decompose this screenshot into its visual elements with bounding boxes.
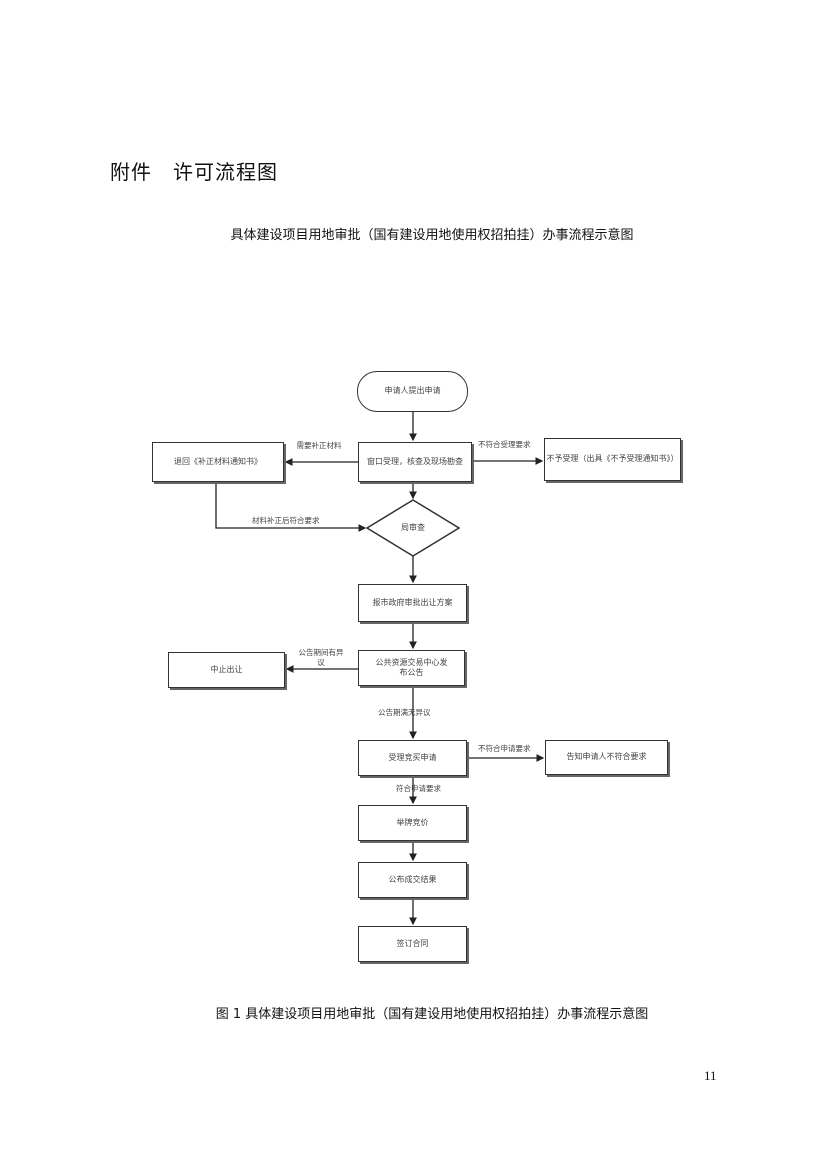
return-node: 退回《补正材料通知书》 <box>152 442 284 482</box>
diagram-title: 具体建设项目用地审批（国有建设用地使用权招拍挂）办事流程示意图 <box>230 228 634 243</box>
label-meet-apply: 符合申请要求 <box>396 784 441 793</box>
announce-node: 公共资源交易中心发布公告 <box>358 650 465 686</box>
review-node: 局审查 <box>401 523 425 532</box>
review-decision-diamond <box>365 499 461 557</box>
arrow-return-review <box>215 482 367 532</box>
label-not-meet-accept: 不符合受理要求 <box>478 440 531 449</box>
label-need-supplement: 需要补正材料 <box>296 441 342 450</box>
auction-node: 举牌竞价 <box>358 805 467 841</box>
start-node: 申请人提出申请 <box>357 371 468 412</box>
bid-accept-node: 受理竞买申请 <box>358 740 467 776</box>
label-not-meet-apply: 不符合申请要求 <box>478 744 531 753</box>
page-heading: 附件 许可流程图 <box>110 160 278 184</box>
approve-node: 报市政府审批出让方案 <box>358 584 467 622</box>
result-node: 公布成交结果 <box>358 862 467 898</box>
label-objection: 公告期间有异议 <box>298 648 344 667</box>
page-number: 11 <box>704 1068 717 1083</box>
figure-caption: 图 1 具体建设项目用地审批（国有建设用地使用权招拍挂）办事流程示意图 <box>215 1007 649 1022</box>
contract-node: 签订合同 <box>358 926 467 962</box>
reject-node: 不予受理（出具《不予受理通知书》） <box>544 438 681 481</box>
label-supplement-ok: 材料补正后符合要求 <box>252 516 320 525</box>
label-no-objection: 公告期满无异议 <box>378 708 431 717</box>
accept-node: 窗口受理，核查及现场勘查 <box>358 442 472 482</box>
suspend-node: 中止出让 <box>168 652 285 688</box>
notify-node: 告知申请人不符合要求 <box>545 740 668 775</box>
